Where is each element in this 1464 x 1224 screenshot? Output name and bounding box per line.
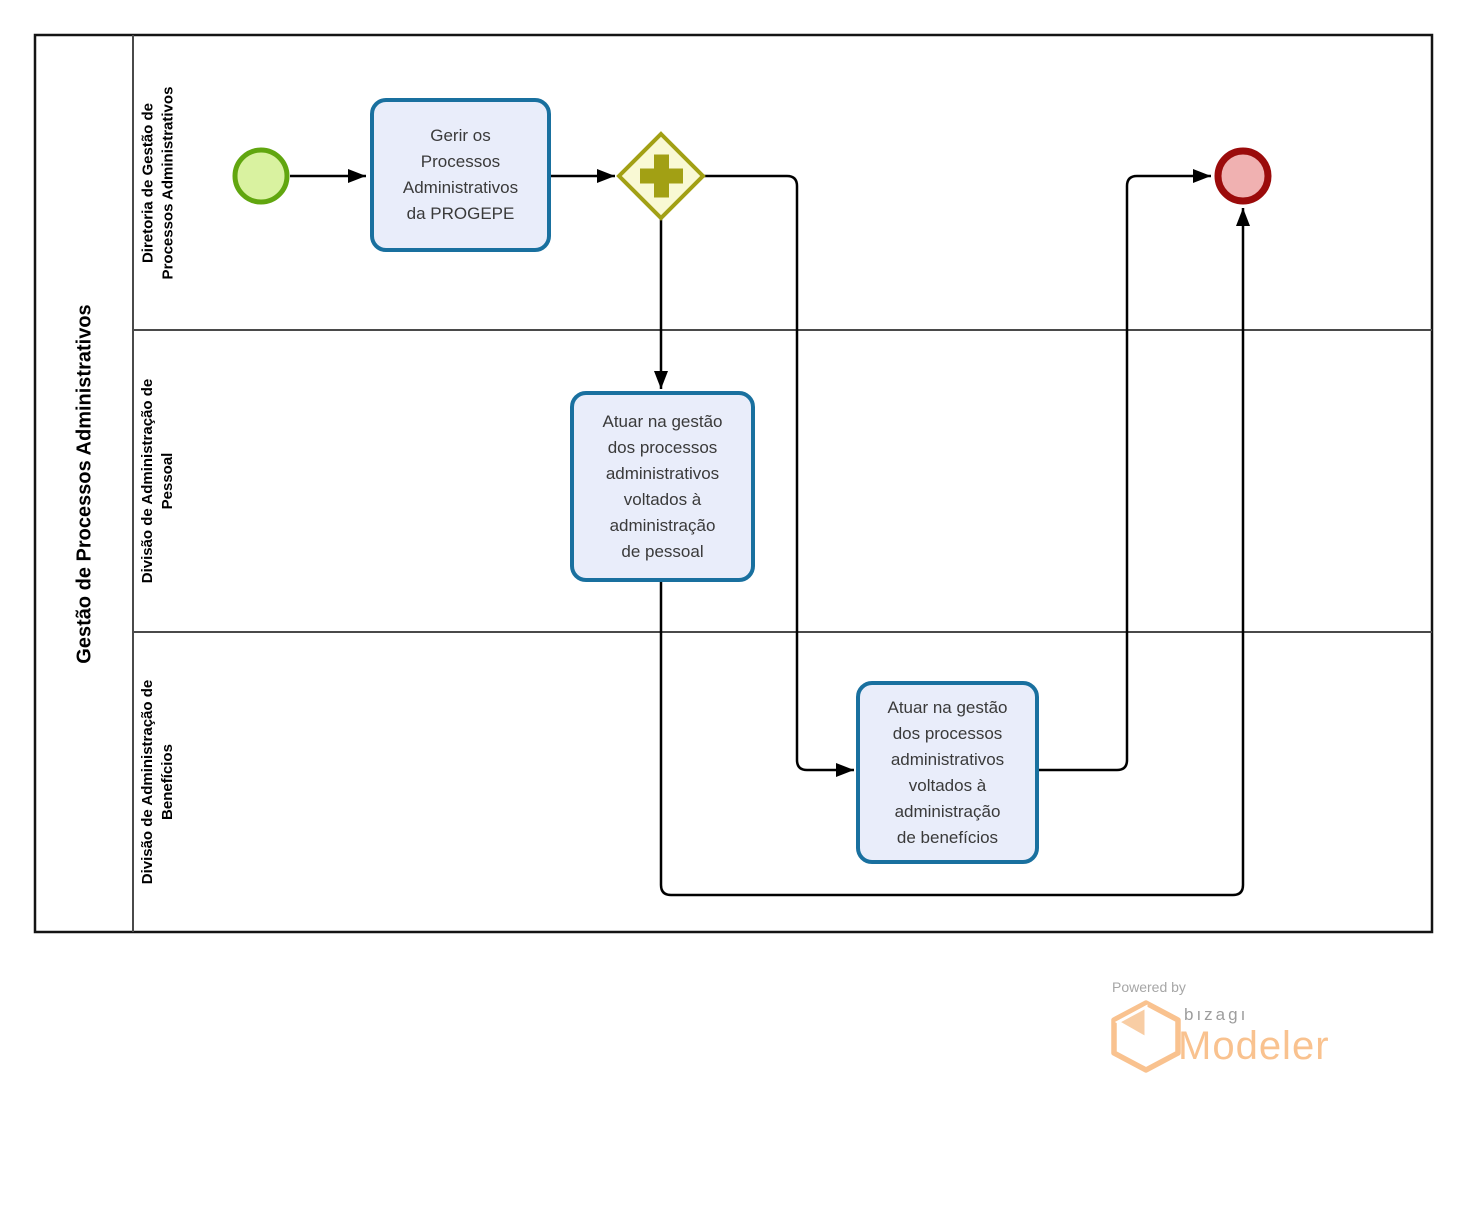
parallel-gateway[interactable] — [616, 131, 706, 221]
end-event[interactable] — [1214, 147, 1272, 205]
lane-label-beneficios: Divisão de Administração de Benefícios — [139, 679, 176, 885]
bizagi-brand-text: bızagı — [1184, 1005, 1249, 1024]
pool-border — [33, 33, 1434, 934]
flow-task-beneficios-to-end — [1038, 169, 1211, 772]
task-beneficios[interactable] — [856, 681, 1039, 864]
task-pessoal[interactable] — [570, 391, 755, 582]
lane-label-pessoal: Divisão de Administração de Pessoal — [139, 378, 176, 584]
plus-icon — [654, 154, 669, 198]
pool-title: Gestão de Processos Administrativos — [72, 303, 95, 664]
flow-gateway-to-task-beneficios — [704, 174, 854, 777]
flow-task-pessoal-to-end — [659, 208, 1250, 897]
lane-label-diretoria: Diretoria de Gestão de Processos Adminis… — [139, 86, 176, 279]
modeler-product-text: Modeler — [1178, 1024, 1330, 1068]
bizagi-logo-icon — [1111, 1000, 1181, 1073]
start-event[interactable] — [232, 147, 290, 205]
task-gerir[interactable] — [370, 98, 551, 252]
powered-by-text: Powered by — [1112, 979, 1186, 995]
hexagon-fold — [1114, 1004, 1148, 1041]
task-pessoal-label: Atuar na gestão dos processos administra… — [602, 411, 723, 561]
task-beneficios-label: Atuar na gestão dos processos administra… — [887, 697, 1008, 847]
task-gerir-label: Gerir os Processos Administrativos da PR… — [402, 126, 519, 223]
